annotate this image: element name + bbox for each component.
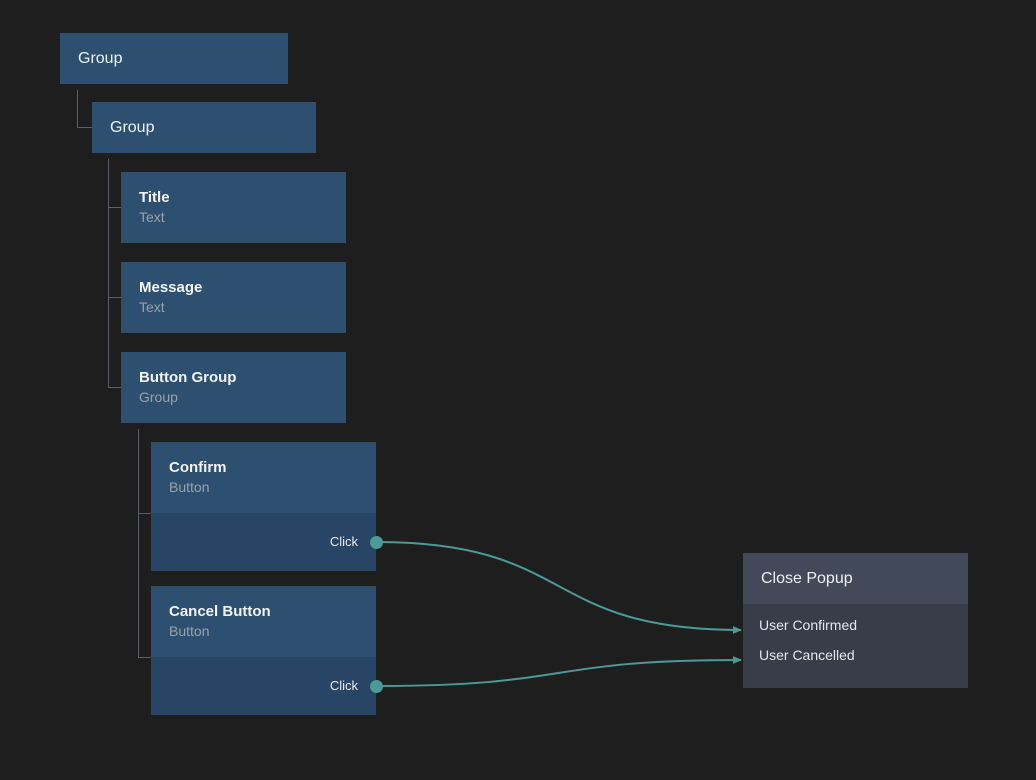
node-title: Group bbox=[78, 49, 123, 67]
node-header[interactable]: Group bbox=[92, 102, 316, 153]
tree-connector-h bbox=[77, 127, 92, 128]
node-title: Cancel Button bbox=[169, 603, 271, 620]
input-port-label[interactable]: User Confirmed bbox=[759, 617, 858, 633]
output-port-dot[interactable] bbox=[370, 536, 383, 549]
node-subtitle: Group bbox=[139, 389, 178, 405]
node-group-root[interactable]: Group bbox=[60, 33, 288, 84]
node-subtitle: Text bbox=[139, 209, 165, 225]
input-port-label[interactable]: User Cancelled bbox=[759, 647, 855, 663]
node-body[interactable]: Click bbox=[151, 657, 383, 715]
node-title: Title bbox=[139, 189, 170, 206]
tree-connector-v bbox=[108, 159, 109, 388]
tree-connector-h bbox=[138, 657, 151, 658]
node-title: Confirm bbox=[169, 459, 227, 476]
node-body[interactable]: Click bbox=[151, 513, 383, 571]
node-subtitle: Button bbox=[169, 623, 210, 639]
node-subtitle: Text bbox=[139, 299, 165, 315]
tree-connector-h bbox=[108, 297, 121, 298]
node-header[interactable]: Close Popup bbox=[743, 553, 968, 604]
node-title: Close Popup bbox=[761, 569, 853, 587]
output-port-dot[interactable] bbox=[370, 680, 383, 693]
edge-confirm[interactable] bbox=[375, 541, 742, 634]
node-header[interactable]: Group bbox=[60, 33, 288, 84]
tree-connector-h bbox=[108, 387, 121, 388]
edge-cancel[interactable] bbox=[375, 656, 742, 687]
node-group-child[interactable]: Group bbox=[92, 102, 316, 153]
output-port-label[interactable]: Click bbox=[329, 534, 358, 549]
output-port-label[interactable]: Click bbox=[329, 678, 358, 693]
tree-connector-h bbox=[108, 207, 121, 208]
node-subtitle: Button bbox=[169, 479, 210, 495]
node-title: Button Group bbox=[139, 369, 237, 386]
tree-connector-v bbox=[77, 90, 78, 128]
tree-connector-v bbox=[138, 429, 139, 657]
tree-connector-h bbox=[138, 513, 151, 514]
node-title: Message bbox=[139, 279, 203, 296]
node-title: Group bbox=[110, 118, 155, 136]
